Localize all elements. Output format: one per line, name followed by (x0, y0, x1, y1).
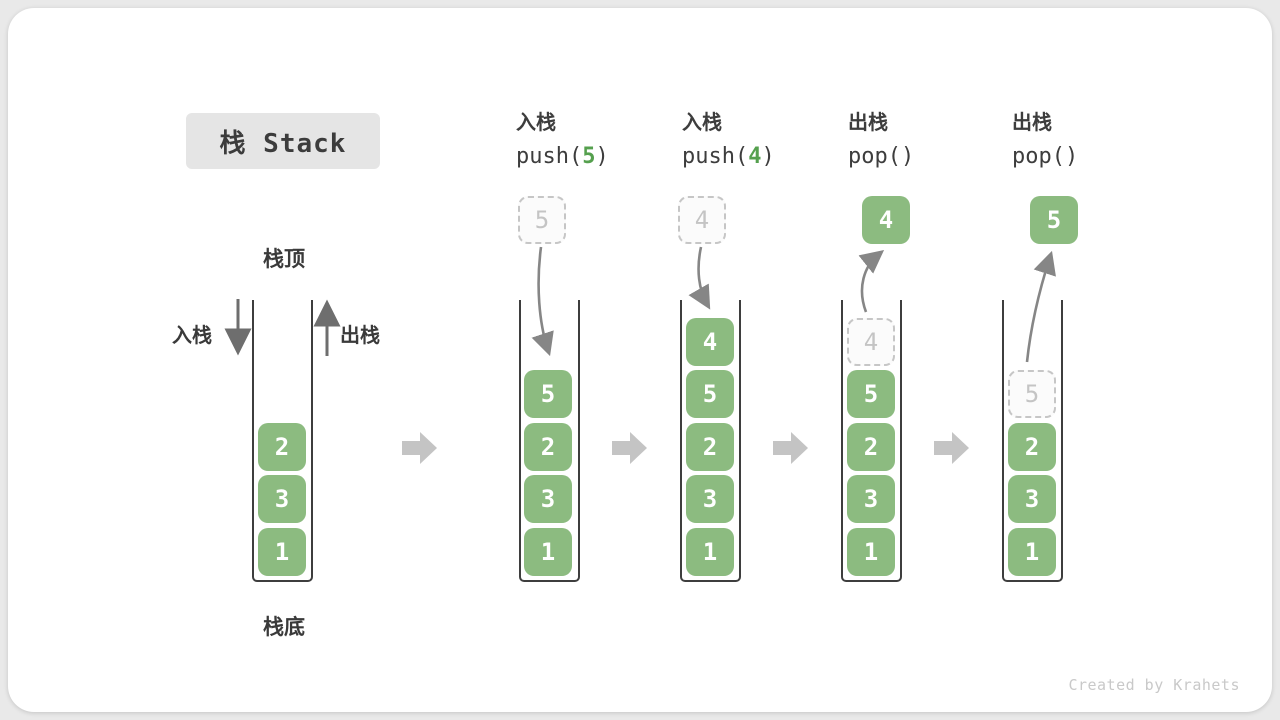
stack-block: 2 (847, 423, 895, 471)
stack-block: 2 (1008, 423, 1056, 471)
operation-label-push-4: 入栈 push(4) (682, 106, 832, 169)
incoming-value-box: 4 (678, 196, 726, 244)
flow-arrow-icon (934, 432, 969, 464)
stack-block: 3 (258, 475, 306, 523)
pop-direction-label: 出栈 (340, 325, 380, 347)
stack-block: 3 (1008, 475, 1056, 523)
stack-top-label: 栈顶 (263, 248, 305, 271)
operation-code: push(5) (516, 144, 666, 169)
stack-block: 3 (686, 475, 734, 523)
stack-block: 5 (686, 370, 734, 418)
stack-block: 1 (258, 528, 306, 576)
removed-slot-ghost: 4 (847, 318, 895, 366)
popped-value-box: 4 (862, 196, 910, 244)
operation-label-push-5: 入栈 push(5) (516, 106, 666, 169)
code-close: ) (761, 144, 775, 169)
push-direction-label: 入栈 (172, 325, 212, 347)
stack-block: 2 (258, 423, 306, 471)
stack-block: 1 (524, 528, 572, 576)
stack-block: 2 (686, 423, 734, 471)
popped-value-box: 5 (1030, 196, 1078, 244)
code-close: ) (595, 144, 609, 169)
stack-block: 1 (1008, 528, 1056, 576)
code-arg: 4 (748, 144, 762, 169)
stack-bottom-label: 栈底 (263, 616, 305, 639)
operation-code: push(4) (682, 144, 832, 169)
diagram-title: 栈 Stack (219, 128, 347, 159)
code-close: ) (1064, 144, 1079, 169)
operation-label-pop-2: 出栈 pop() (1012, 106, 1162, 169)
flow-arrow-icon (612, 432, 647, 464)
code-arg: 5 (582, 144, 596, 169)
incoming-value-box: 5 (518, 196, 566, 244)
removed-slot-ghost: 5 (1008, 370, 1056, 418)
operation-name: 入栈 (682, 112, 722, 134)
operation-name: 出栈 (1012, 112, 1052, 134)
stack-block: 1 (686, 528, 734, 576)
operation-code: pop() (848, 144, 998, 169)
code-close: ) (900, 144, 915, 169)
stack-block: 5 (524, 370, 572, 418)
stack-block: 3 (847, 475, 895, 523)
stack-block: 3 (524, 475, 572, 523)
watermark: Created by Krahets (1068, 676, 1240, 694)
operation-label-pop-1: 出栈 pop() (848, 106, 998, 169)
stack-block: 2 (524, 423, 572, 471)
operation-name: 出栈 (848, 112, 888, 134)
code-fn: push( (516, 144, 583, 169)
diagram-title-box: 栈 Stack (186, 113, 380, 169)
stack-block: 4 (686, 318, 734, 366)
stack-block: 1 (847, 528, 895, 576)
code-fn: pop( (1012, 144, 1065, 169)
stack-block: 5 (847, 370, 895, 418)
operation-code: pop() (1012, 144, 1162, 169)
code-fn: push( (682, 144, 749, 169)
operation-name: 入栈 (516, 112, 556, 134)
flow-arrow-icon (402, 432, 437, 464)
code-fn: pop( (848, 144, 901, 169)
flow-arrow-icon (773, 432, 808, 464)
